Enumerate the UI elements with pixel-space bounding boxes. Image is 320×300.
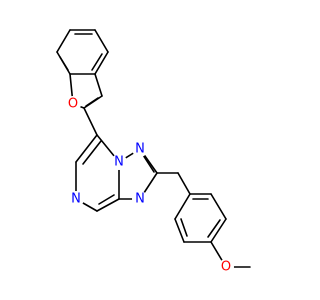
bond-anisole-1 <box>174 193 191 220</box>
bond-c7-c6-inner <box>82 140 102 165</box>
bond-anisole-4 <box>210 218 227 243</box>
bond-n4-c3a <box>96 198 120 212</box>
bond-furan-double <box>85 97 99 107</box>
bond-anisole-5 <box>210 193 227 220</box>
bond-c7-c6 <box>75 134 98 163</box>
bond-ch2-aryl <box>177 172 191 195</box>
pyrimidine-nitrogen-label: N <box>71 192 81 207</box>
bond-furan-c3a-c3 <box>94 73 103 97</box>
triazole-nitrogen-top-label: N <box>135 142 145 157</box>
bond-benzene-inner-3 <box>59 56 69 71</box>
bond-benzofuran-pyrimidine <box>83 107 98 136</box>
bond-n1-c2-inner <box>142 154 155 173</box>
bond-benzene-2 <box>94 29 109 53</box>
molecule-structure: O N N N N O <box>56 29 251 275</box>
bond-benzene-6 <box>56 29 71 53</box>
bond-anisole-inner-1 <box>180 218 188 237</box>
bonds <box>56 29 251 268</box>
bridgehead-nitrogen-label: N <box>114 155 124 170</box>
bond-benzene-inner-2 <box>91 53 103 71</box>
bond-n4-c3a-inner <box>98 194 115 205</box>
bond-anisole-2 <box>174 218 185 243</box>
triazole-nitrogen-lower-label: N <box>135 192 145 207</box>
furan-oxygen-label: O <box>68 97 78 112</box>
atom-labels: O N N N N O <box>65 96 234 275</box>
bond-benzene-3 <box>94 51 109 75</box>
methoxy-oxygen-label: O <box>221 260 231 275</box>
bond-anisole-inner-2 <box>207 219 221 238</box>
